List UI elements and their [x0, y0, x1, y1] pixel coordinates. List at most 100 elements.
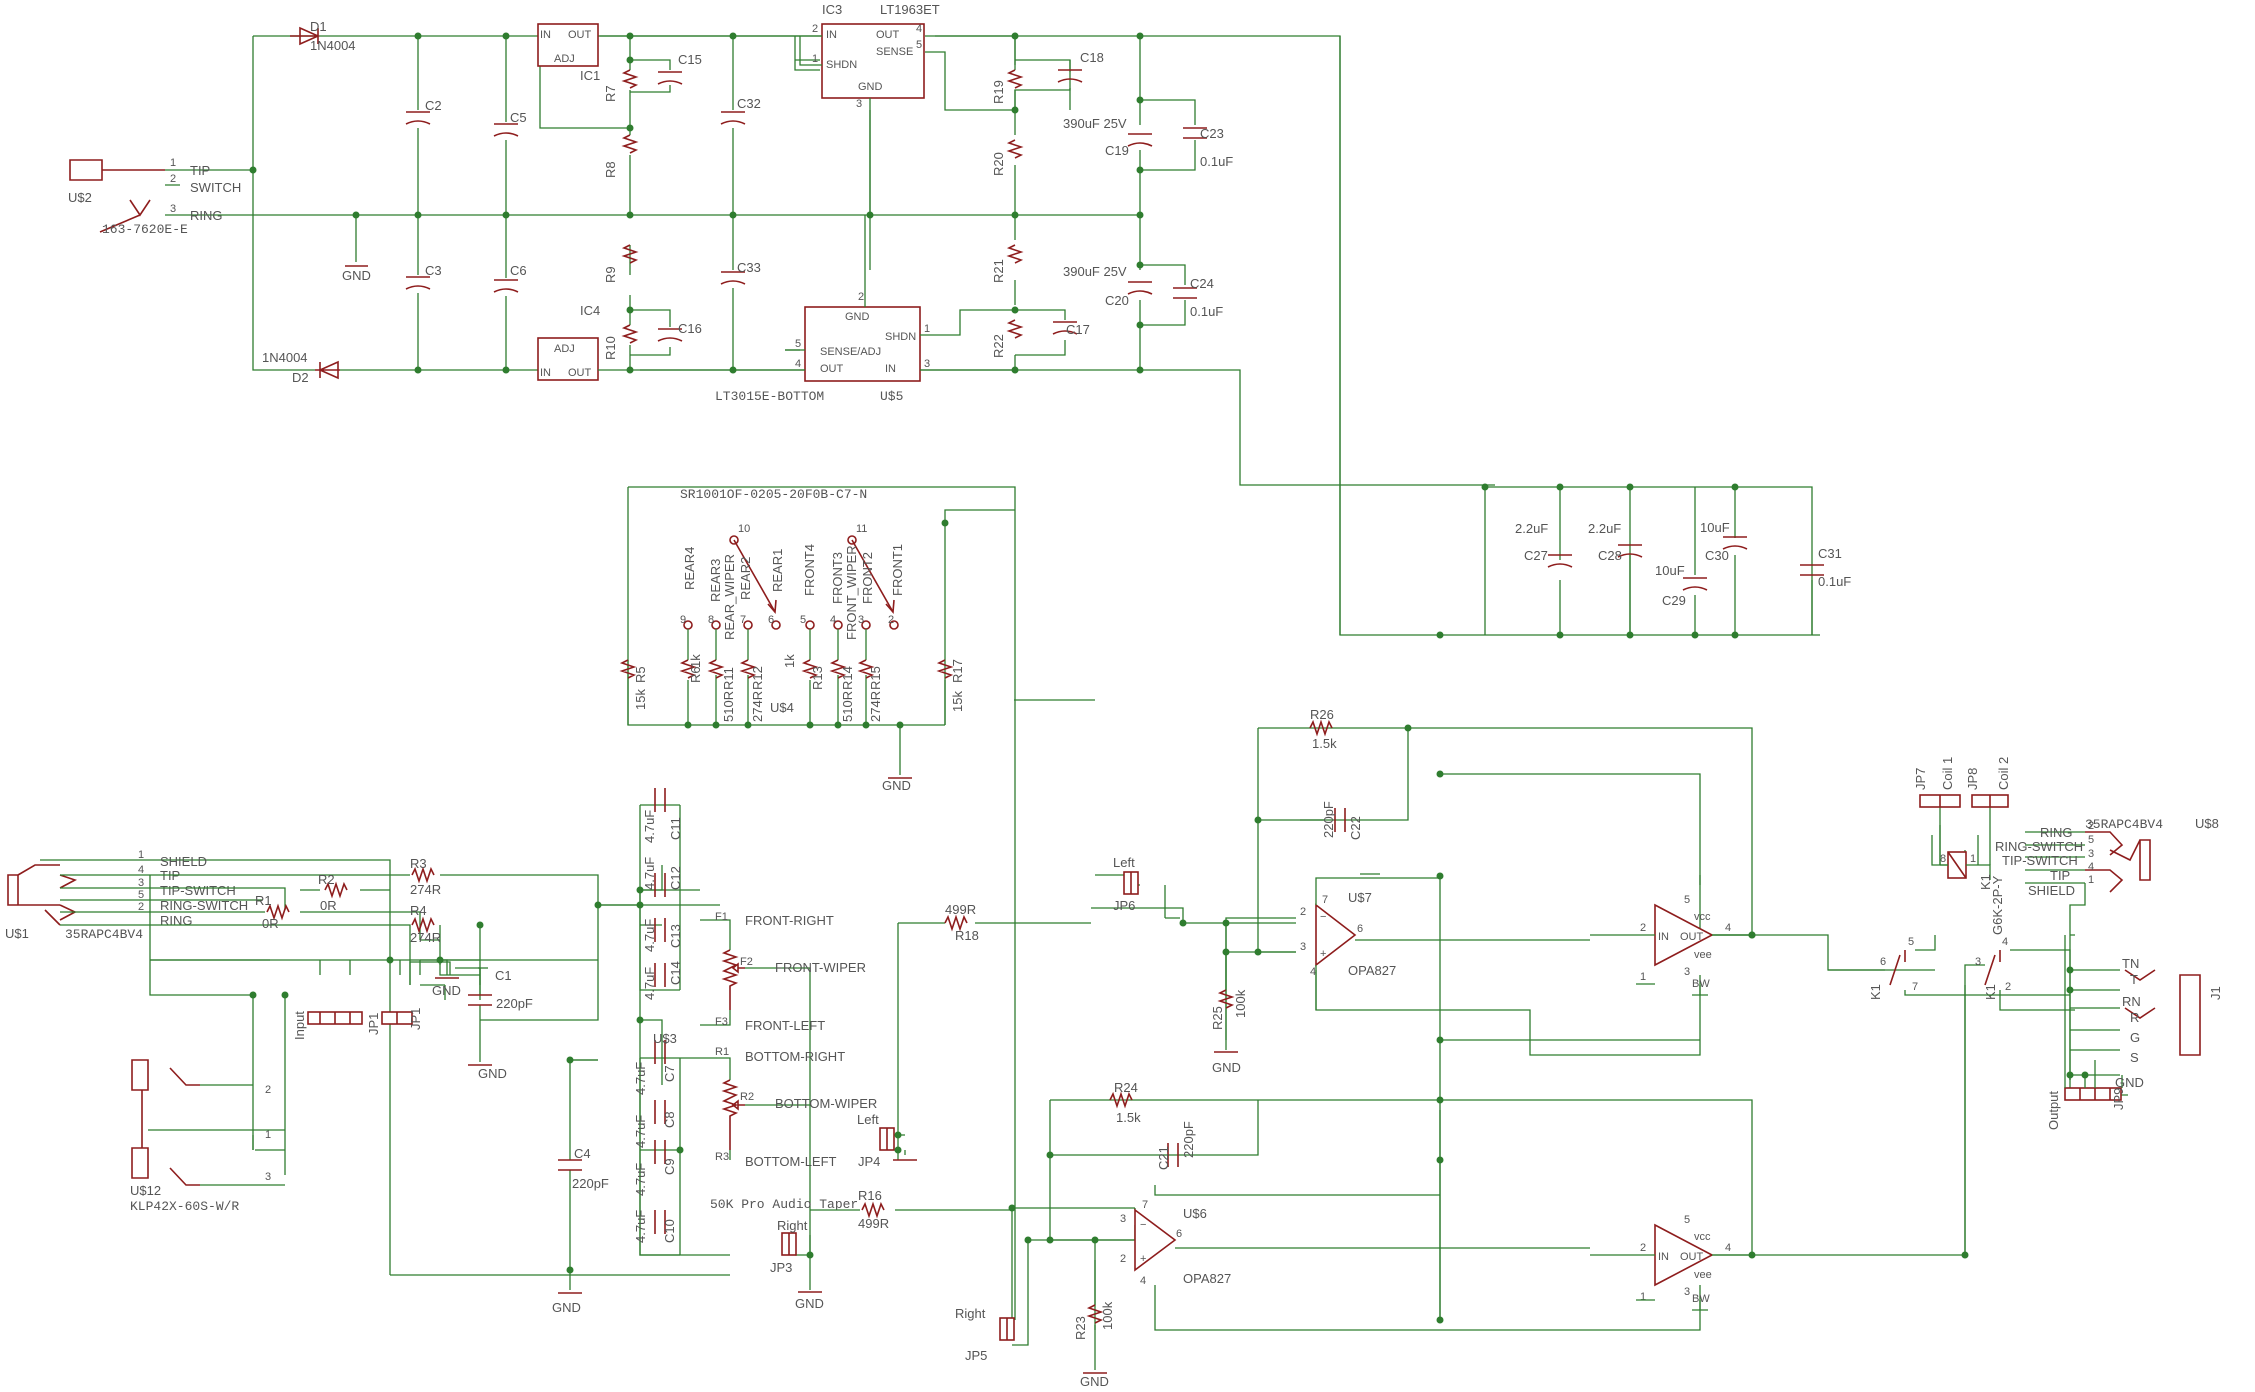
svg-text:1: 1 [1970, 853, 1976, 865]
resistor-r21: R21 [991, 244, 1024, 283]
c10-value: 4.7uF [633, 1210, 648, 1243]
diode-d1: D1 1N4004 [290, 19, 356, 53]
r11-label: R11 [721, 667, 736, 690]
c9-label: C9 [662, 1158, 677, 1175]
svg-text:5: 5 [2088, 834, 2094, 846]
cap-c24: C24 0.1uF [1173, 276, 1223, 319]
svg-text:6: 6 [1357, 923, 1363, 935]
svg-text:−: − [1140, 1219, 1146, 1231]
c10-label: C10 [662, 1219, 677, 1243]
ic1-adj: ADJ [554, 53, 575, 65]
svg-text:2: 2 [265, 1084, 271, 1096]
ic3-in: IN [826, 29, 837, 41]
svg-text:2: 2 [858, 291, 864, 303]
svg-text:3: 3 [924, 358, 930, 370]
u8-ring: RING [2040, 825, 2073, 840]
c30-label: C30 [1705, 548, 1729, 563]
u2-label: U$2 [68, 190, 92, 205]
regulator-ic1: IN OUT ADJ IC1 [537, 23, 600, 83]
rear1: REAR1 [770, 549, 785, 592]
r18-label: R18 [955, 928, 979, 943]
r12-label: R12 [750, 666, 765, 690]
svg-text:+: + [1140, 1253, 1146, 1265]
svg-text:3: 3 [170, 203, 176, 215]
c31-label: C31 [1818, 546, 1842, 561]
ic3-sense: SENSE [876, 46, 913, 58]
u1-value: 35RAPC4BV4 [65, 927, 143, 942]
c4-gnd: GND [552, 1300, 581, 1315]
cap-c20: 390uF 25V C20 [1063, 264, 1153, 308]
r13-value: 1k [782, 654, 797, 668]
relay-contacts: 6 5 3 4 7 2 K1 K1 [1828, 935, 2075, 1255]
u8-value: 35RAPC4BV4 [2085, 817, 2163, 832]
svg-text:3: 3 [856, 98, 862, 110]
c8-label: C8 [662, 1111, 677, 1128]
regulator-ic4: ADJ IN OUT IC4 [537, 303, 600, 381]
c11-value: 4.7uF [642, 810, 657, 843]
svg-text:4: 4 [916, 23, 922, 35]
gnd-label: GND [342, 268, 371, 283]
ic1-label: IC1 [580, 68, 600, 83]
c3-label: C3 [425, 263, 442, 278]
jumper-jp9: Output JP9 GND [2046, 935, 2144, 1130]
u5-gnd: GND [845, 311, 870, 323]
svg-text:1: 1 [138, 849, 144, 861]
r24-value: 1.5k [1116, 1110, 1141, 1125]
ic1-in: IN [540, 29, 551, 41]
bottom-right: BOTTOM-RIGHT [745, 1049, 845, 1064]
r5-value: 15k [633, 689, 648, 710]
svg-text:1: 1 [1640, 971, 1646, 983]
k1a-label: K1 [1868, 984, 1883, 1000]
svg-text:5: 5 [1684, 1214, 1690, 1226]
j1-r: R [2130, 1010, 2139, 1025]
u5-out: OUT [820, 363, 844, 375]
svg-text:R3: R3 [715, 1151, 729, 1163]
svg-text:1: 1 [812, 53, 818, 65]
r20-label: R20 [991, 152, 1006, 176]
selector-switch: GND SR1001OF-0205-20F0B-C7-N 10 11 [627, 486, 1016, 1320]
resistor-r16: R16 499R [810, 1188, 1012, 1231]
jumper-jp1: Input JP1 JP1 [292, 1008, 423, 1040]
ic3-label: IC3 [822, 2, 842, 17]
j1-t: T [2130, 972, 2138, 987]
ic4-adj: ADJ [554, 343, 575, 355]
cap-c18: C18 [1057, 50, 1104, 83]
jumper-jp6: Left JP6 [1113, 855, 1139, 913]
cap-c21: C21 220pF [1156, 1121, 1196, 1170]
r16-value: 499R [858, 1216, 889, 1231]
r23-label: R23 [1073, 1316, 1088, 1340]
c27-label: C27 [1524, 548, 1548, 563]
u1-shield: SHIELD [160, 854, 207, 869]
svg-text:4: 4 [1310, 966, 1316, 978]
ic1-out: OUT [568, 29, 592, 41]
front2: FRONT2 [860, 552, 875, 604]
bufl-bw: BW [1692, 1293, 1710, 1305]
gnd-input-label: GND [432, 983, 461, 998]
svg-text:F2: F2 [740, 956, 753, 968]
u5-label: U$5 [880, 389, 903, 404]
r13-label: R13 [810, 666, 825, 690]
ic3-shdn: SHDN [826, 59, 857, 71]
svg-text:4: 4 [2002, 936, 2008, 948]
u1-ringsw: RING-SWITCH [160, 898, 248, 913]
ic3-gnd: GND [858, 81, 883, 93]
svg-text:2: 2 [812, 23, 818, 35]
svg-text:9: 9 [680, 614, 686, 626]
c14-value: 4.7uF [642, 967, 657, 1000]
u7-value: OPA827 [1348, 963, 1396, 978]
bufl-out: OUT [1680, 1251, 1704, 1263]
cap-c4: C4 220pF GND [552, 1060, 609, 1315]
input-jack-u1: 14 35 2 SHIELD TIP TIP-SWITCH RING-SWITC… [5, 849, 391, 1275]
resistor-r19: R19 [991, 69, 1024, 104]
r4-value: 274R [410, 930, 441, 945]
svg-text:7: 7 [1142, 1199, 1148, 1211]
cap-c19: 390uF 25V C19 [1063, 116, 1153, 158]
rear4: REAR4 [682, 547, 697, 590]
front-wiper: FRONT-WIPER [775, 960, 866, 975]
c27-value: 2.2uF [1515, 521, 1548, 536]
svg-text:3: 3 [1975, 956, 1981, 968]
dc-jack-u2: 1 2 3 TIP SWITCH RING U$2 163-7620E-E [68, 157, 253, 237]
output-jack-j1: TN T RN R G S J1 [2069, 956, 2223, 1096]
jp9-gnd: GND [2115, 1075, 2144, 1090]
